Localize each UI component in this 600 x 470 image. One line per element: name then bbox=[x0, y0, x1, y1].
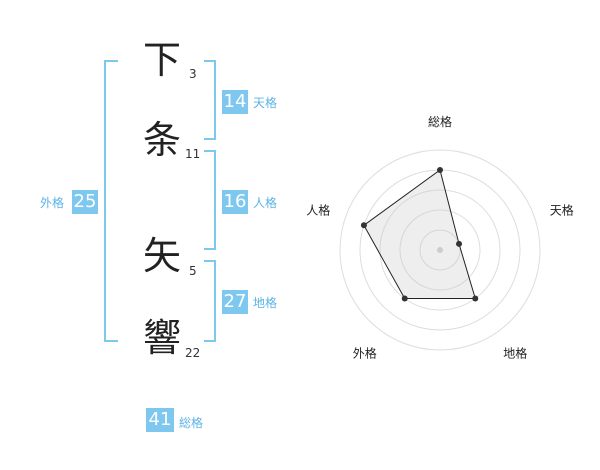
name-char-4: 響 bbox=[142, 316, 181, 360]
soukaku-label: 総格 bbox=[179, 416, 204, 430]
tenkaku-value-badge: 14 bbox=[222, 90, 248, 114]
chikaku-label: 地格 bbox=[253, 296, 278, 310]
radar-axis-label-3: 地格 bbox=[503, 346, 527, 361]
radar-axis-label-1: 総格 bbox=[428, 114, 452, 129]
chikaku-bracket bbox=[204, 260, 216, 342]
soukaku-value-badge: 41 bbox=[146, 408, 174, 432]
gaikaku-value-badge: 25 bbox=[72, 190, 98, 214]
gaikaku-bracket bbox=[104, 60, 118, 342]
radar-value-polygon bbox=[363, 169, 476, 299]
radar-grid-ring bbox=[419, 229, 461, 271]
tenkaku-label: 天格 bbox=[253, 96, 278, 110]
radar-grid-ring bbox=[339, 149, 541, 351]
radar-point-1 bbox=[437, 167, 443, 173]
stroke-count-4: 22 bbox=[185, 346, 201, 360]
radar-point-4 bbox=[401, 295, 408, 302]
jinkaku-bracket bbox=[204, 150, 216, 250]
name-char-3: 矢 bbox=[142, 234, 181, 278]
tenkaku-bracket bbox=[204, 60, 216, 140]
jinkaku-label: 人格 bbox=[253, 196, 278, 210]
chikaku-value-badge: 27 bbox=[222, 290, 248, 314]
name-char-1: 下 bbox=[142, 38, 181, 82]
radar-grid-ring bbox=[399, 209, 481, 291]
radar-point-2 bbox=[456, 240, 463, 247]
radar-axis-label-2: 天格 bbox=[550, 202, 574, 217]
radar-center-dot bbox=[437, 247, 443, 253]
radar-point-3 bbox=[472, 295, 479, 302]
name-char-2: 条 bbox=[142, 118, 181, 162]
stroke-count-2: 11 bbox=[185, 147, 201, 161]
radar-axis-label-5: 人格 bbox=[306, 202, 330, 217]
radar-axis-label-4: 外格 bbox=[353, 346, 377, 361]
jinkaku-value-badge: 16 bbox=[222, 190, 248, 214]
stroke-count-3: 5 bbox=[189, 264, 197, 278]
radar-point-5 bbox=[360, 222, 367, 229]
radar-grid-ring bbox=[379, 189, 501, 311]
stroke-count-1: 3 bbox=[189, 67, 197, 81]
gaikaku-label: 外格 bbox=[40, 196, 65, 210]
